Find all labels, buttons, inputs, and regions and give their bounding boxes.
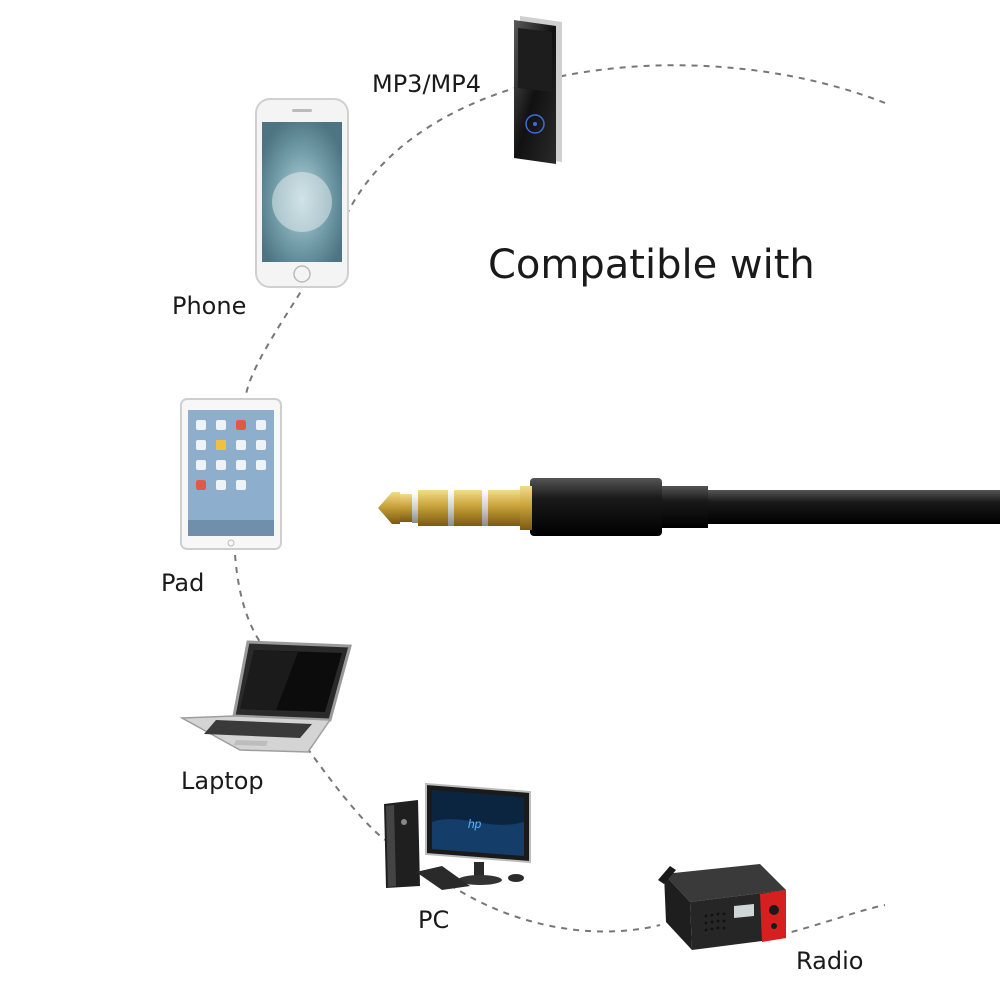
mp3-label: MP3/MP4: [372, 70, 481, 98]
phone-image: [255, 98, 349, 288]
laptop-label: Laptop: [181, 767, 264, 795]
pad-label: Pad: [161, 569, 205, 597]
headline: Compatible with: [488, 242, 815, 288]
radio-image: [658, 864, 786, 950]
pc-label: PC: [418, 906, 450, 934]
audio-jack-cable-image: [378, 478, 1000, 536]
svg-text:hp: hp: [468, 817, 482, 831]
tablet-image: [180, 398, 282, 550]
mp3-player-image: [514, 16, 562, 164]
radio-label: Radio: [796, 947, 864, 975]
laptop-image: [180, 640, 352, 753]
pc-image: hp: [384, 782, 531, 890]
phone-label: Phone: [172, 292, 247, 320]
